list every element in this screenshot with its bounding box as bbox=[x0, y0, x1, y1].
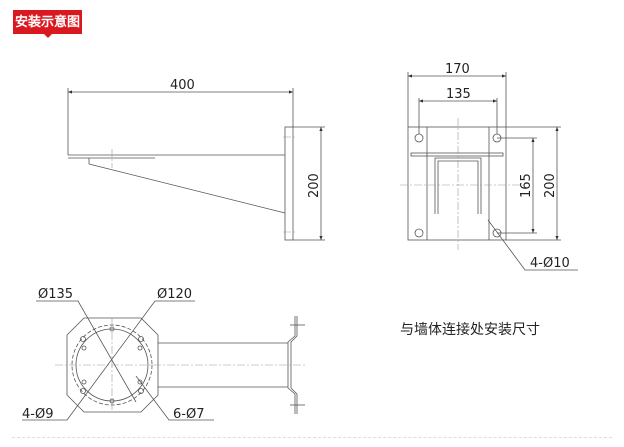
hole-label: 4-Ø10 bbox=[530, 256, 570, 271]
section-tab: 安装示意图 bbox=[13, 10, 82, 34]
front-view: 170 135 165 200 4-Ø10 bbox=[400, 62, 578, 271]
side-height-dim: 200 bbox=[307, 173, 322, 198]
side-length-dim: 400 bbox=[170, 78, 195, 93]
small-holes-label: 6-Ø7 bbox=[173, 407, 204, 422]
front-width-dim: 170 bbox=[445, 62, 470, 77]
bottom-view: Ø135 Ø120 4-Ø9 6-Ø7 bbox=[22, 287, 305, 422]
front-height-dim: 200 bbox=[543, 173, 558, 198]
inner-diameter-label: Ø120 bbox=[157, 287, 192, 302]
divider bbox=[12, 437, 612, 438]
hole-spacing-dim: 135 bbox=[446, 87, 471, 102]
hole-vertical-dim: 165 bbox=[519, 173, 534, 198]
bolt-holes bbox=[80, 326, 144, 404]
tab-pointer-icon bbox=[44, 34, 52, 38]
caption: 与墙体连接处安装尺寸 bbox=[400, 321, 540, 337]
outer-diameter-label: Ø135 bbox=[38, 287, 73, 302]
side-view: 400 200 bbox=[67, 78, 325, 241]
large-holes-label: 4-Ø9 bbox=[22, 407, 53, 422]
